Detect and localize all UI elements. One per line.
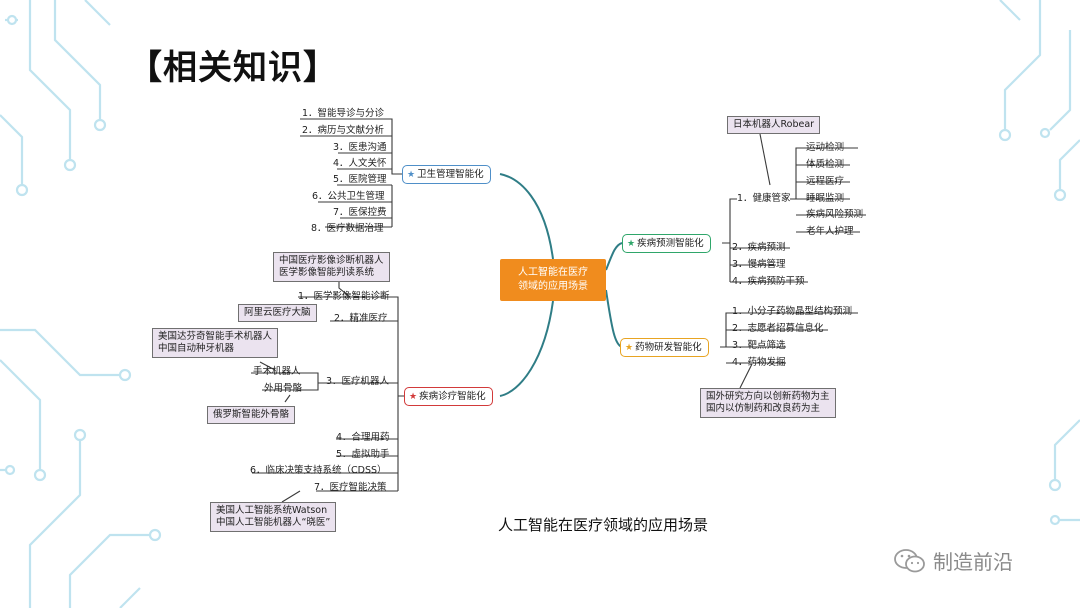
wechat-icon <box>893 548 927 574</box>
list-item: 8．医疗数据治理 <box>311 223 384 235</box>
note-decision: 美国人工智能系统Watson 中国人工智能机器人“晓医” <box>210 502 336 532</box>
list-item: 1．小分子药物晶型结构预测 <box>732 306 852 318</box>
diagram-caption: 人工智能在医疗领域的应用场景 <box>498 514 708 535</box>
note-exoskeleton: 俄罗斯智能外骨骼 <box>207 406 295 424</box>
branch-disease-prediction: ★疾病预测智能化 <box>622 234 711 253</box>
list-item: 6．公共卫生管理 <box>312 191 385 203</box>
list-item: 1．智能导诊与分诊 <box>302 108 384 120</box>
star-icon: ★ <box>625 343 633 353</box>
note-surgery: 美国达芬奇智能手术机器人 中国自动种牙机器 <box>152 328 278 358</box>
note-imaging: 中国医疗影像诊断机器人 医学影像智能判读系统 <box>273 252 390 282</box>
list-item: 老年人护理 <box>806 226 854 238</box>
list-item: 2．疾病预测 <box>732 242 786 254</box>
list-item: 3．医患沟通 <box>333 142 387 154</box>
star-icon: ★ <box>627 239 635 249</box>
list-item: 6．临床决策支持系统（CDSS） <box>250 465 387 477</box>
list-item: 疾病风险预测 <box>806 209 863 221</box>
list-item: 2．志愿者招募信息化 <box>732 323 824 335</box>
branch-diagnosis-treatment: ★疾病诊疗智能化 <box>404 387 493 406</box>
watermark-text: 制造前沿 <box>933 546 1013 575</box>
list-item: 手术机器人 <box>253 366 301 378</box>
note-drug-direction: 国外研究方向以创新药物为主 国内以仿制药和改良药为主 <box>700 388 836 418</box>
list-item: 3．慢病管理 <box>732 259 786 271</box>
star-icon: ★ <box>409 392 417 402</box>
list-item: 4．人文关怀 <box>333 158 387 170</box>
list-item: 7．医疗智能决策 <box>314 482 387 494</box>
branch-drug-development: ★药物研发智能化 <box>620 338 709 357</box>
list-item: 睡眠监测 <box>806 193 844 205</box>
mindmap-root: 人工智能在医疗 领域的应用场景 <box>500 259 606 301</box>
list-item: 1．医学影像智能诊断 <box>298 291 390 303</box>
list-item: 4．合理用药 <box>336 432 390 444</box>
star-icon: ★ <box>407 170 415 180</box>
watermark: 制造前沿 <box>893 546 1013 575</box>
list-item: 5．医院管理 <box>333 174 387 186</box>
list-item: 运动检测 <box>806 142 844 154</box>
list-item: 7．医保控费 <box>333 207 387 219</box>
list-item: 4．疾病预防干预 <box>732 276 805 288</box>
list-item: 体质检测 <box>806 159 844 171</box>
list-item: 3．靶点筛选 <box>732 340 786 352</box>
list-item: 1．健康管家 <box>737 193 791 205</box>
note-precision: 阿里云医疗大脑 <box>238 304 317 322</box>
list-item: 远程医疗 <box>806 176 844 188</box>
list-item: 外用骨骼 <box>264 383 302 395</box>
branch-health-management: ★卫生管理智能化 <box>402 165 491 184</box>
list-item: 3．医疗机器人 <box>326 376 389 388</box>
list-item: 4．药物发掘 <box>732 357 786 369</box>
list-item: 2．精准医疗 <box>334 313 388 325</box>
note-robear: 日本机器人Robear <box>727 116 820 134</box>
list-item: 5．虚拟助手 <box>336 449 390 461</box>
list-item: 2．病历与文献分析 <box>302 125 384 137</box>
